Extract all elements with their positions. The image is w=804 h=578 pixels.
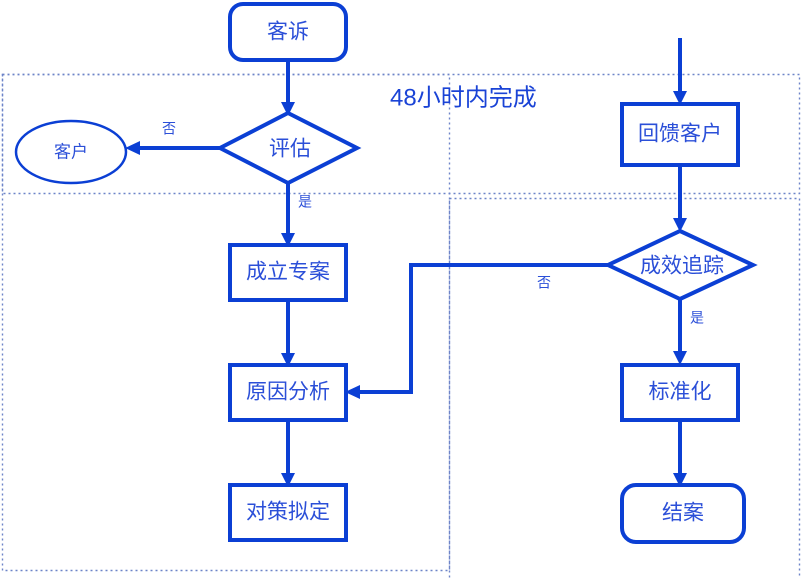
edge-label-tracking-yes: 是 (690, 310, 704, 326)
node-standardize-label: 标准化 (649, 381, 712, 404)
node-countermeasure-label: 对策拟定 (246, 501, 330, 524)
zone-tracking-region (448, 197, 801, 578)
node-countermeasure[interactable]: 对策拟定 (228, 483, 348, 542)
node-effect-tracking[interactable]: 成效追踪 (603, 228, 758, 302)
edge-label-tracking-no: 否 (537, 275, 551, 291)
node-feedback-customer-label: 回馈客户 (638, 123, 722, 146)
node-complaint-label: 客诉 (267, 21, 309, 44)
node-close-case-label: 结案 (662, 502, 704, 525)
node-evaluate[interactable]: 评估 (215, 110, 362, 186)
connector-evaluate-to-customer (125, 141, 220, 155)
connector-complaint-to-evaluate (281, 60, 295, 116)
connector-tracking-no-to-cause (345, 263, 608, 399)
connector-feedback-to-tracking (673, 165, 687, 232)
node-close-case[interactable]: 结案 (620, 483, 746, 544)
edge-label-evaluate-yes: 是 (298, 194, 312, 210)
node-cause-analysis-label: 原因分析 (246, 381, 330, 404)
node-evaluate-label: 评估 (269, 138, 311, 161)
node-standardize[interactable]: 标准化 (620, 363, 740, 422)
connector-cause-to-countermeasure (281, 420, 295, 487)
connector-entry-to-feedback (673, 38, 687, 105)
connector-tracking-to-standardize (673, 299, 687, 365)
connector-evaluate-to-setup (281, 183, 295, 247)
zone-48-hours-upper (1, 73, 801, 195)
zone-title-48-hours: 48小时内完成 (390, 84, 537, 111)
node-setup-project[interactable]: 成立专案 (228, 243, 348, 302)
connector-standardize-to-close (673, 420, 687, 487)
node-setup-project-label: 成立专案 (246, 261, 330, 284)
node-customer-label: 客户 (54, 142, 88, 161)
node-complaint[interactable]: 客诉 (228, 2, 348, 62)
node-customer[interactable]: 客户 (14, 119, 128, 185)
node-effect-tracking-label: 成效追踪 (640, 255, 724, 278)
node-cause-analysis[interactable]: 原因分析 (228, 363, 348, 422)
edge-label-evaluate-no: 否 (162, 121, 176, 137)
connector-setup-to-cause (281, 300, 295, 367)
node-feedback-customer[interactable]: 回馈客户 (620, 102, 740, 167)
